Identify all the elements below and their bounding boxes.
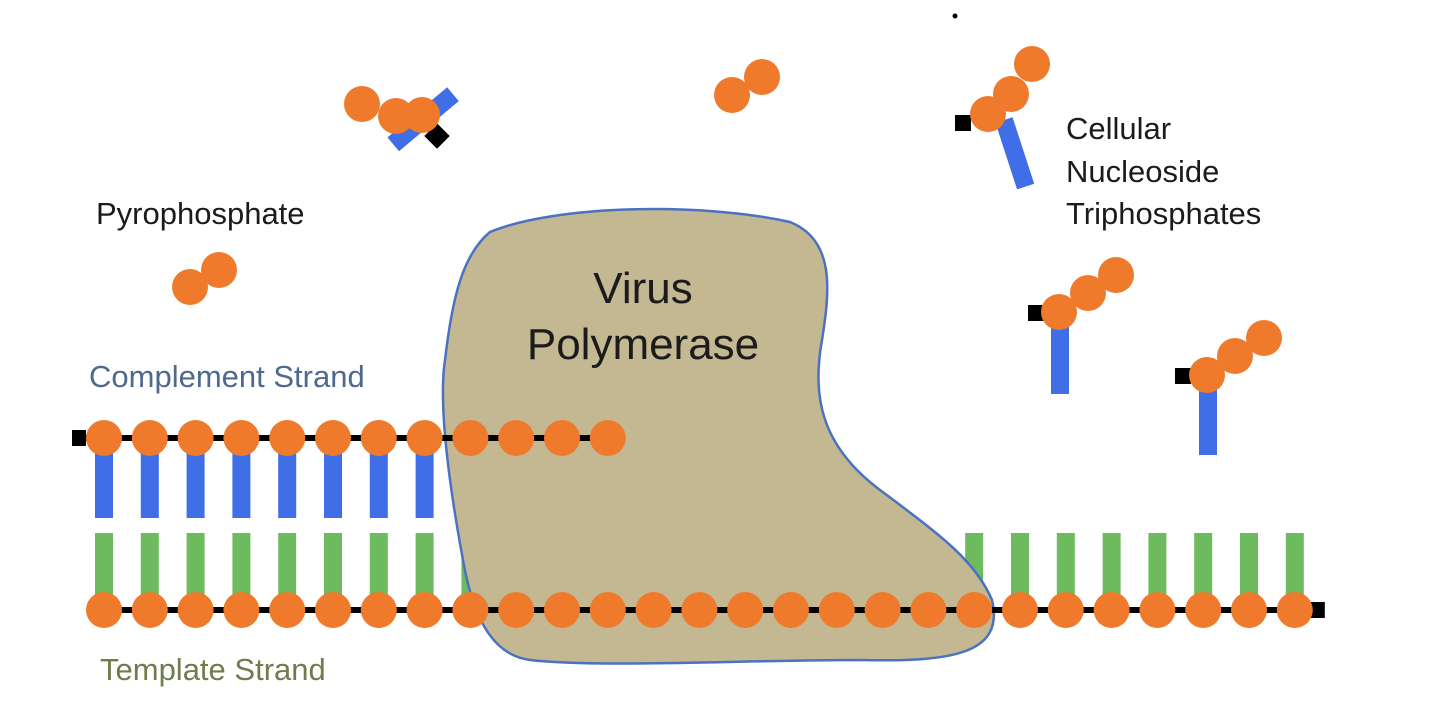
template-base [1240, 533, 1258, 607]
template-base [1194, 533, 1213, 607]
phosphate [378, 98, 414, 134]
template-phosphate [315, 592, 351, 628]
backbone-end [72, 430, 86, 446]
template-phosphate [635, 592, 672, 628]
template-phosphate [589, 592, 626, 628]
template-base [415, 533, 434, 607]
free-nucleotide [955, 46, 1050, 190]
template-phosphate [1047, 592, 1084, 628]
template-phosphate [956, 592, 993, 628]
virus-polymerase [441, 207, 995, 665]
template-phosphate [1093, 592, 1130, 628]
template-base [1102, 533, 1121, 607]
template-phosphate [131, 592, 168, 628]
template-phosphate [910, 592, 947, 628]
phosphate [1070, 275, 1106, 311]
template-phosphate [727, 592, 764, 628]
complement-phosphate [86, 420, 122, 456]
template-phosphate [1139, 592, 1176, 628]
complement-base [415, 440, 434, 518]
template-phosphate [86, 592, 122, 628]
template-base [232, 533, 251, 607]
template-base [1056, 533, 1075, 607]
complement-strand-backbone [72, 420, 626, 456]
template-phosphate [269, 592, 306, 628]
triphosphates-label-line1: Cellular [1066, 111, 1171, 146]
template-phosphate [818, 592, 855, 628]
template-base [95, 533, 113, 607]
polymerase-label-line2: Polymerase [527, 320, 759, 369]
triphosphates-label-line3: Triphosphates [1066, 196, 1261, 231]
complement-phosphate [360, 420, 397, 456]
template-phosphate [773, 592, 809, 628]
template-phosphate [681, 592, 718, 628]
template-base [278, 533, 297, 607]
phosphate [744, 59, 780, 95]
backbone-end [1310, 602, 1325, 618]
phosphate [404, 97, 440, 133]
free-nucleotide [1028, 257, 1134, 394]
phosphate [201, 252, 237, 288]
phosphate [344, 86, 380, 122]
stray-dot [952, 13, 958, 19]
phosphate [172, 269, 208, 305]
phosphate [1189, 357, 1225, 393]
template-base [324, 533, 342, 607]
phosphate [1098, 257, 1134, 293]
complement-base [186, 440, 205, 518]
free-pyrophosphate [714, 59, 780, 113]
template-phosphate [1231, 592, 1267, 628]
free-nucleotide [344, 86, 459, 152]
complement-base [369, 440, 388, 518]
template-base [186, 533, 205, 607]
complement-phosphate [315, 420, 351, 456]
complement-phosphate [498, 420, 535, 456]
pyrophosphate-label: Pyrophosphate [96, 196, 305, 231]
phosphate [1041, 294, 1077, 330]
template-base [1148, 533, 1167, 607]
template-phosphate [864, 592, 901, 628]
template-phosphate [1185, 592, 1222, 628]
template-phosphate [452, 592, 489, 628]
complement-strand-label: Complement Strand [89, 359, 365, 394]
phosphate [1246, 320, 1282, 356]
phosphate [1217, 338, 1253, 374]
phosphate [993, 76, 1029, 112]
triphosphates-label-line2: Nucleoside [1066, 154, 1219, 189]
complement-phosphate [544, 420, 580, 456]
complement-phosphate [406, 420, 443, 456]
complement-phosphate [223, 420, 260, 456]
template-base [140, 533, 159, 607]
complement-phosphate [452, 420, 489, 456]
template-phosphate [544, 592, 580, 628]
template-phosphate [1002, 592, 1038, 628]
template-phosphate [406, 592, 443, 628]
template-phosphate [1276, 592, 1313, 628]
template-base [369, 533, 388, 607]
template-phosphate [498, 592, 535, 628]
template-base [1011, 533, 1029, 607]
free-nucleotide [1175, 320, 1282, 455]
complement-base [278, 440, 297, 518]
template-base [1285, 533, 1304, 607]
template-phosphate [360, 592, 397, 628]
pyrophosphate-molecule [172, 252, 237, 305]
template-phosphate [177, 592, 214, 628]
template-strand-backbone [86, 592, 1325, 628]
complement-phosphate [177, 420, 214, 456]
template-phosphate [223, 592, 260, 628]
complement-phosphate [589, 420, 626, 456]
phosphate [714, 77, 750, 113]
complement-base [140, 440, 159, 518]
complement-phosphate [269, 420, 306, 456]
polymerase-label-line1: Virus [593, 264, 692, 313]
complement-base [232, 440, 251, 518]
complement-base [95, 440, 113, 518]
complement-phosphate [131, 420, 168, 456]
complement-base [324, 440, 342, 518]
template-strand-label: Template Strand [100, 652, 326, 687]
phosphate [1014, 46, 1050, 82]
